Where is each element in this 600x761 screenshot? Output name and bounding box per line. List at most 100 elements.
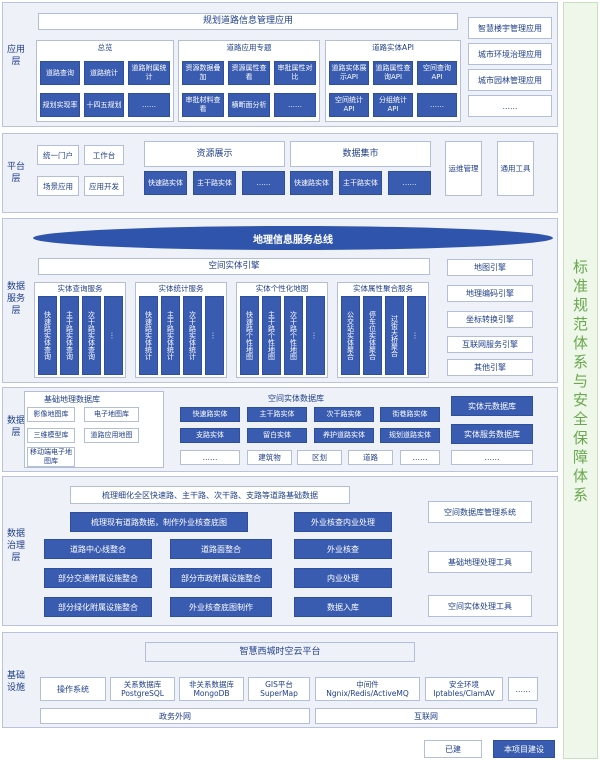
platform-item[interactable]: 应用开发 xyxy=(84,176,124,196)
service-item[interactable]: 过街天桥聚合 xyxy=(385,296,404,375)
app-item[interactable]: 空间查询API xyxy=(417,61,457,85)
platform-item[interactable]: 场景应用 xyxy=(37,176,79,196)
infra-item[interactable]: 中间件Ngnix/Redis/ActiveMQ xyxy=(315,677,420,701)
basic-db-item[interactable]: 道路应用地图 xyxy=(84,428,139,443)
basic-db-item[interactable]: 电子地图库 xyxy=(84,407,139,422)
resource-display-title: 资源展示 xyxy=(144,141,285,167)
app-item[interactable]: 道路附属统计 xyxy=(128,61,170,85)
service-item[interactable]: 快速路实体查询 xyxy=(38,296,57,375)
infra-item: …… xyxy=(508,677,538,701)
platform-tile[interactable]: 主干路实体 xyxy=(339,171,382,195)
app-item[interactable]: 道路属性查询API xyxy=(373,61,413,85)
spatial-db-item[interactable]: 养护道路实体 xyxy=(314,428,374,443)
common-tools[interactable]: 通用工具 xyxy=(497,141,534,196)
app-item[interactable]: 道路实体展示API xyxy=(329,61,369,85)
data-service-layer-label: 数据服务层 xyxy=(6,282,25,316)
std-char: 与 xyxy=(572,372,588,390)
platform-tile[interactable]: 快速路实体 xyxy=(144,171,187,195)
app-item[interactable]: 道路查询 xyxy=(40,61,80,85)
app-item[interactable]: 规划实现率 xyxy=(40,93,80,117)
spatial-db-item[interactable]: 道路 xyxy=(348,450,393,465)
platform-tile[interactable]: 主干路实体 xyxy=(193,171,236,195)
service-item[interactable]: 快速路个性地图 xyxy=(240,296,259,375)
basic-db-item[interactable]: 移动端电子地图库 xyxy=(27,447,75,467)
spatial-db-item[interactable]: 主干路实体 xyxy=(247,407,307,422)
gov-tool[interactable]: 基础地理处理工具 xyxy=(428,551,532,573)
app-item[interactable]: 审批材料查看 xyxy=(182,93,224,117)
standard-security-label: 标 准 规 范 体 系 与 安 全 保 障 体 系 xyxy=(564,258,597,505)
spatial-db-item[interactable]: 建筑物 xyxy=(247,450,292,465)
service-item[interactable]: 次干路个性地图 xyxy=(284,296,303,375)
internet[interactable]: 互联网 xyxy=(315,708,537,724)
gov-task[interactable]: 外业核查 xyxy=(294,539,392,559)
app-item[interactable]: 资源属性查看 xyxy=(228,61,270,85)
app-item[interactable]: 空间统计API xyxy=(329,93,369,117)
service-item[interactable]: 快速路实体统计 xyxy=(139,296,158,375)
platform-tile[interactable]: 快速路实体 xyxy=(290,171,333,195)
service-item[interactable]: 公交站实体聚合 xyxy=(341,296,360,375)
app-item[interactable]: 横断面分析 xyxy=(228,93,270,117)
infra-item[interactable]: GIS平台SuperMap xyxy=(248,677,310,701)
spatial-db-item[interactable]: 快速路实体 xyxy=(180,407,240,422)
gov-task[interactable]: 外业核查内业处理 xyxy=(294,512,392,532)
service-item[interactable]: 次干路实体统计 xyxy=(183,296,202,375)
service-item[interactable]: 停车位实体聚合 xyxy=(363,296,382,375)
app-item[interactable]: 十四五规划 xyxy=(84,93,124,117)
spatial-db-item[interactable]: 街巷路实体 xyxy=(380,407,440,422)
entity-metadata-db[interactable]: 实体元数据库 xyxy=(451,396,533,416)
basic-db-item[interactable]: 影像地图库 xyxy=(27,407,75,422)
app-item[interactable]: …… xyxy=(128,93,170,117)
engine-item[interactable]: 其他引擎 xyxy=(447,359,533,376)
app-group-overview-title: 总览 xyxy=(97,43,113,52)
engine-item[interactable]: 坐标转换引擎 xyxy=(447,311,533,328)
spatial-db-item[interactable]: 留白实体 xyxy=(247,428,307,443)
service-group-title: 实体属性聚合服务 xyxy=(353,284,413,293)
spatial-db-item[interactable]: 次干路实体 xyxy=(314,407,374,422)
gov-task[interactable]: 部分交通附属设施整合 xyxy=(44,568,152,588)
gov-tool[interactable]: 空间数据库管理系统 xyxy=(428,501,532,523)
platform-item[interactable]: 统一门户 xyxy=(37,145,79,165)
engine-item[interactable]: 地理编码引擎 xyxy=(447,285,533,302)
gov-extranet[interactable]: 政务外网 xyxy=(40,708,310,724)
app-item[interactable]: 资源数据叠加 xyxy=(182,61,224,85)
data-right-more: …… xyxy=(451,450,533,465)
service-item[interactable]: 次干路实体查询 xyxy=(82,296,101,375)
gov-task[interactable]: 部分绿化附属设施整合 xyxy=(44,597,152,617)
std-char: 全 xyxy=(572,410,588,428)
app-item[interactable]: 道路统计 xyxy=(84,61,124,85)
spatial-db-item[interactable]: 区划 xyxy=(297,450,342,465)
platform-item[interactable]: 工作台 xyxy=(84,145,124,165)
service-item[interactable]: 主干路个性地图 xyxy=(262,296,281,375)
entity-service-db[interactable]: 实体服务数据库 xyxy=(451,424,533,444)
app-group-topics-title: 道路应用专题 xyxy=(226,43,272,52)
service-item: … xyxy=(407,296,426,375)
spatial-db-item[interactable]: 支路实体 xyxy=(180,428,240,443)
app-item[interactable]: 分组统计API xyxy=(373,93,413,117)
service-item[interactable]: 主干路实体统计 xyxy=(161,296,180,375)
infra-item[interactable]: 操作系统 xyxy=(40,677,106,701)
gov-task[interactable]: 外业核查底图制作 xyxy=(170,597,272,617)
gov-task[interactable]: 内业处理 xyxy=(294,568,392,588)
engine-item[interactable]: 互联网服务引擎 xyxy=(447,336,533,353)
gov-tool[interactable]: 空间实体处理工具 xyxy=(428,595,532,617)
standard-security-bar: 标 准 规 范 体 系 与 安 全 保 障 体 系 xyxy=(563,2,598,759)
gov-task[interactable]: 部分市政附属设施整合 xyxy=(170,568,272,588)
infra-item[interactable]: 安全环境Iptables/ClamAV xyxy=(425,677,503,701)
infra-item[interactable]: 关系数据库PostgreSQL xyxy=(110,677,175,701)
basic-db-item[interactable]: 三维模型库 xyxy=(27,428,75,443)
ops-management[interactable]: 运维管理 xyxy=(445,141,482,196)
infra-item[interactable]: 非关系数据库MongoDB xyxy=(179,677,244,701)
spatial-db-item[interactable]: 规划道路实体 xyxy=(380,428,440,443)
app-item[interactable]: …… xyxy=(417,93,457,117)
app-side-item[interactable]: 城市园林管理应用 xyxy=(468,69,552,91)
app-side-item[interactable]: 城市环境治理应用 xyxy=(468,43,552,65)
app-side-item[interactable]: 智慧楼宇管理应用 xyxy=(468,17,552,39)
gov-task[interactable]: 梳理现有道路数据，制作外业核查底图 xyxy=(70,512,248,532)
gov-task[interactable]: 数据入库 xyxy=(294,597,392,617)
gov-task[interactable]: 道路面整合 xyxy=(170,539,272,559)
engine-item[interactable]: 地图引擎 xyxy=(447,259,533,276)
gov-task[interactable]: 道路中心线整合 xyxy=(44,539,152,559)
service-item[interactable]: 主干路实体查询 xyxy=(60,296,79,375)
app-item[interactable]: …… xyxy=(274,93,316,117)
app-item[interactable]: 审批属性对比 xyxy=(274,61,316,85)
